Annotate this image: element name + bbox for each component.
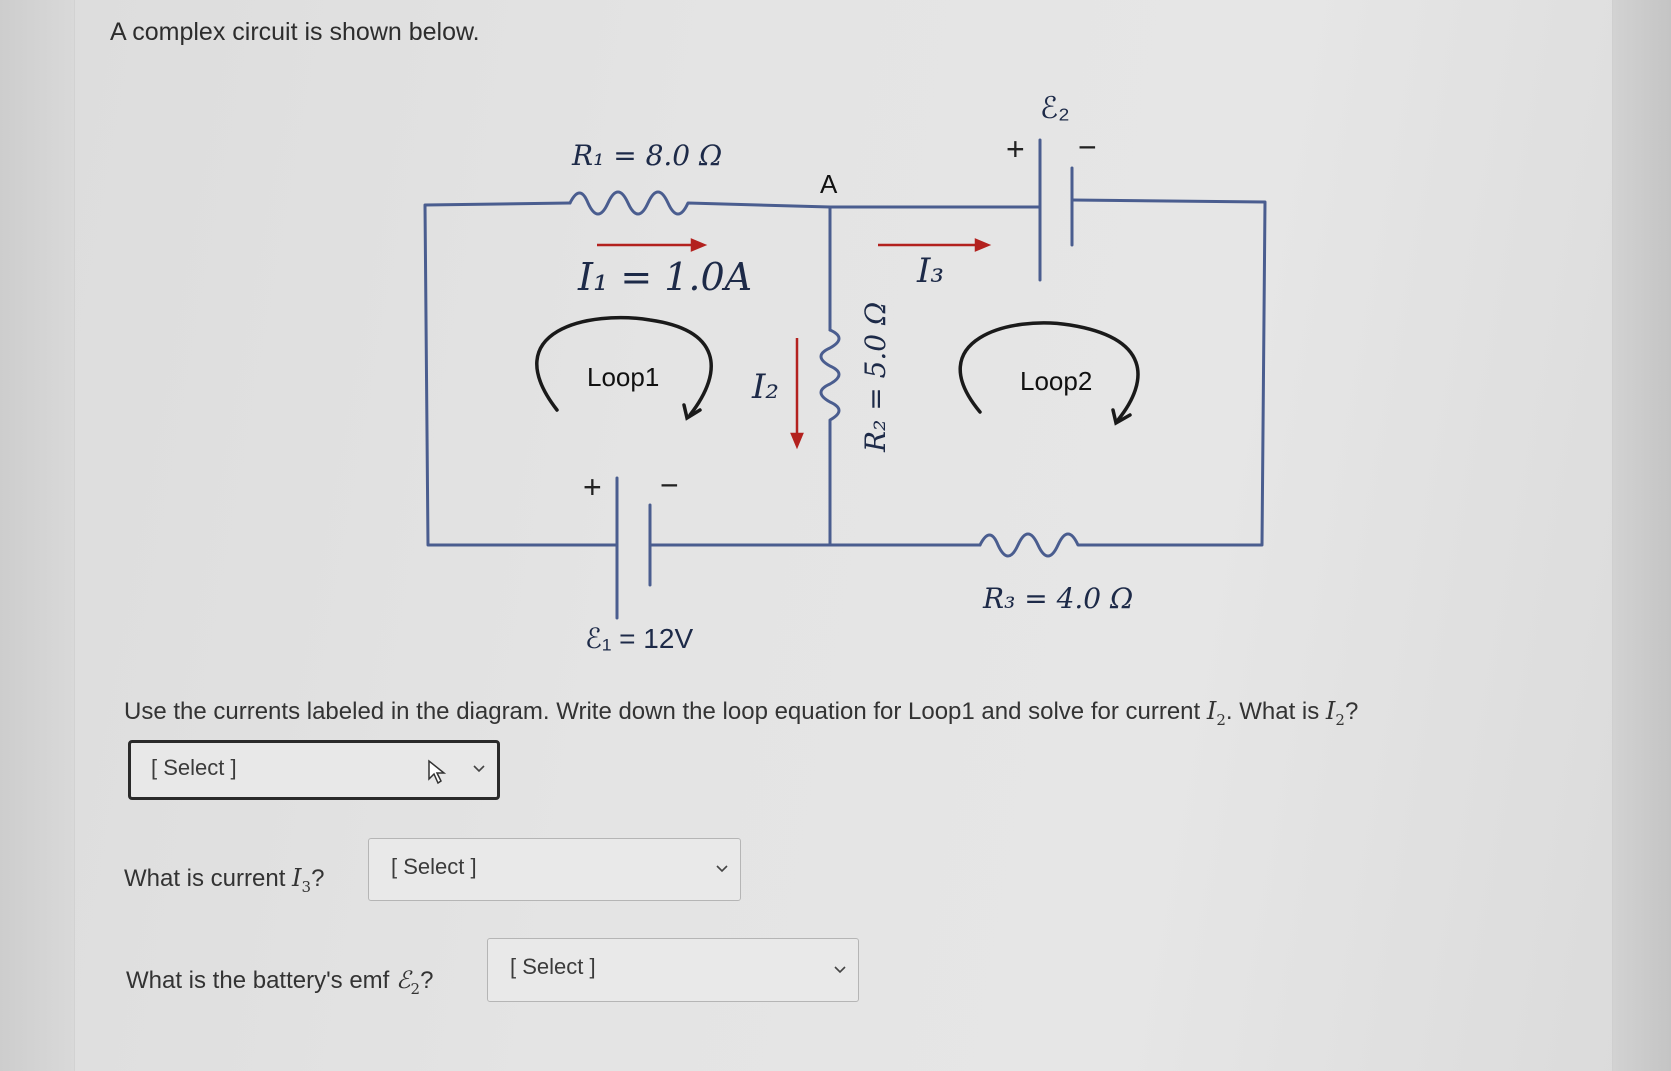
loop1-label: Loop1 [587, 362, 659, 392]
loop1-arrowhead [682, 403, 702, 421]
wire-top-left [423, 201, 619, 547]
loop1-arrow [535, 315, 713, 417]
i3-label: I₃ [916, 251, 944, 291]
question-2-select-value: [ Select ] [391, 854, 477, 879]
chevron-down-icon [473, 765, 485, 773]
node-a-label: A [820, 169, 838, 199]
r1-resistor [568, 190, 832, 216]
intro-text: A complex circuit is shown below. [110, 18, 480, 46]
question-3-text: What is the battery's emf ℰ2? [126, 966, 434, 998]
r2-resistor [819, 328, 841, 547]
right-gutter [1612, 0, 1671, 1071]
wire-e2-right [1070, 198, 1267, 547]
r3-resistor [978, 532, 1117, 558]
question-1-text: Use the currents labeled in the diagram.… [124, 697, 1359, 729]
e2-label: ℰ₂ [1040, 92, 1070, 125]
r2-label: R₂ = 5.0 Ω [859, 302, 892, 453]
question-2-text: What is current I3? [124, 864, 325, 896]
loop2-arrowhead [1111, 408, 1132, 426]
question-3-select-value: [ Select ] [510, 954, 596, 979]
e1-minus-sign: − [660, 467, 679, 503]
loop2-label: Loop2 [1020, 366, 1092, 396]
r1-label: R₁ = 8.0 Ω [571, 139, 722, 172]
question-3-select[interactable]: [ Select ] [487, 938, 859, 1002]
question-1-select-value: [ Select ] [151, 755, 237, 780]
e2-minus-sign: − [1078, 129, 1097, 165]
chevron-down-icon [834, 966, 846, 974]
r3-label: R₃ = 4.0 Ω [982, 582, 1133, 615]
mouse-cursor-icon [428, 759, 447, 785]
loop2-arrow [958, 321, 1140, 422]
i1-label: I₁ = 1.0A [577, 255, 752, 299]
chevron-down-icon [716, 865, 728, 873]
question-2-select[interactable]: [ Select ] [368, 838, 741, 901]
i2-label: I₂ [751, 367, 779, 407]
left-gutter [0, 0, 75, 1071]
e1-label: ℰ₁ = 12V [585, 623, 693, 654]
e2-plus-sign: + [1006, 131, 1025, 167]
question-1-select[interactable]: [ Select ] [128, 740, 500, 800]
e1-plus-sign: + [583, 469, 602, 505]
